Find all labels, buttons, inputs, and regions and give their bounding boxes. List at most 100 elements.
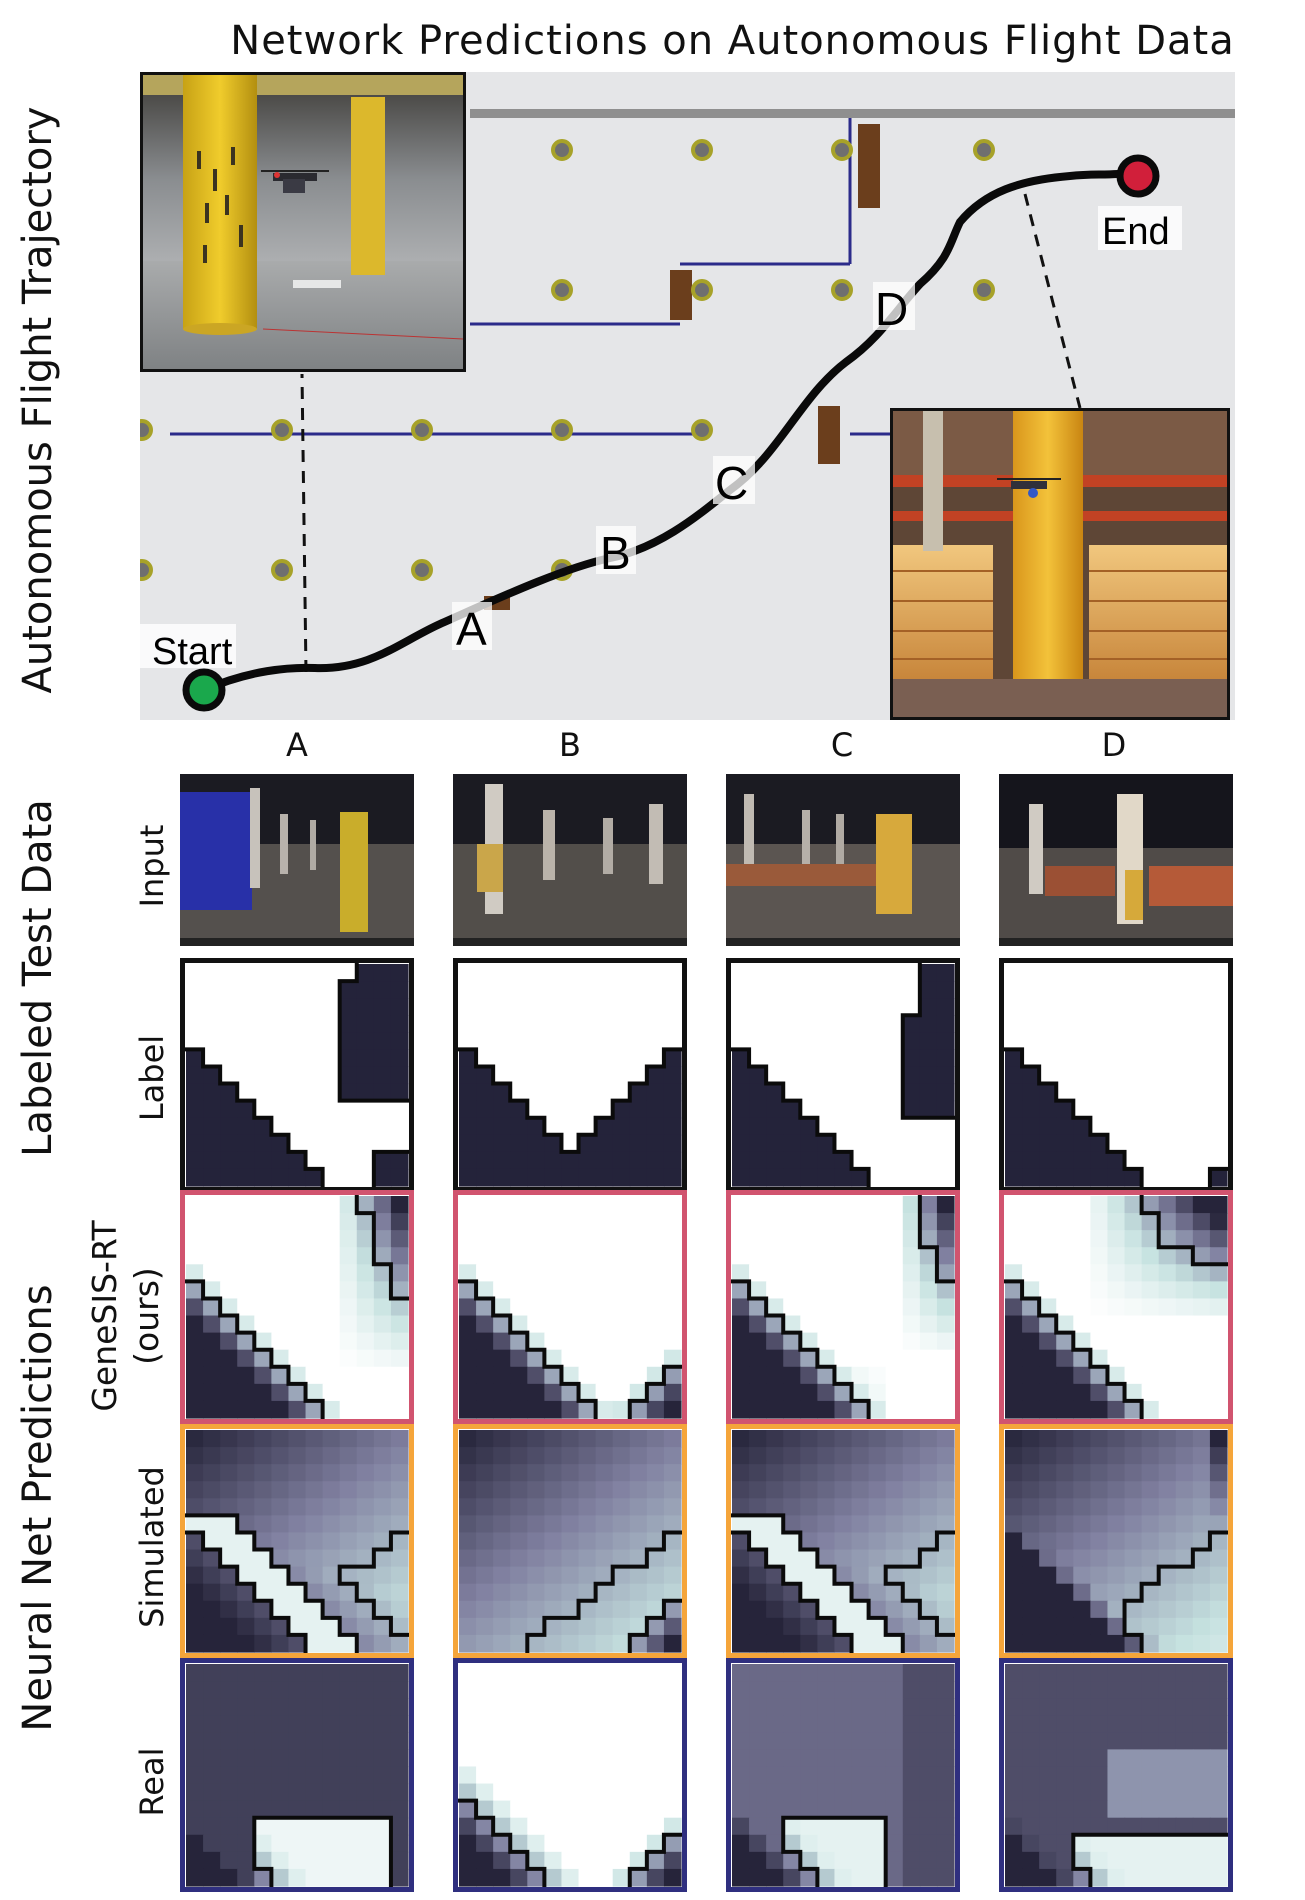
grid-cell bbox=[271, 1681, 290, 1699]
grid-cell bbox=[851, 1783, 870, 1802]
grid-cell bbox=[936, 1783, 955, 1802]
grid-cell bbox=[254, 1664, 272, 1682]
grid-cell bbox=[1022, 1134, 1040, 1153]
grid-cell bbox=[1175, 1851, 1194, 1870]
grid-cell bbox=[766, 1196, 784, 1214]
grid-cell bbox=[1209, 1515, 1228, 1534]
grid-cell bbox=[1056, 1015, 1074, 1033]
grid-cell bbox=[612, 1749, 631, 1768]
grid-cell bbox=[1073, 964, 1091, 982]
grid-cell bbox=[322, 1515, 341, 1534]
grid-cell bbox=[271, 1634, 290, 1653]
grid-cell bbox=[1022, 1783, 1040, 1802]
grid-cell bbox=[851, 1134, 870, 1153]
grid-cell bbox=[612, 1532, 631, 1551]
grid-cell bbox=[800, 1834, 818, 1853]
grid-cell bbox=[595, 1383, 614, 1402]
grid-cell bbox=[390, 1430, 409, 1448]
grid-cell bbox=[356, 1134, 375, 1153]
grid-cell bbox=[1107, 1766, 1126, 1785]
grid-cell bbox=[1056, 1834, 1074, 1853]
grid-cell bbox=[561, 1066, 580, 1085]
grid-cell bbox=[356, 1168, 375, 1187]
grid-cell bbox=[510, 1464, 528, 1482]
grid-cell bbox=[305, 1247, 324, 1265]
grid-cell bbox=[271, 1447, 290, 1465]
grid-cell bbox=[305, 1481, 324, 1499]
grid-cell bbox=[936, 998, 955, 1016]
grid-cell bbox=[476, 1783, 494, 1802]
grid-cell bbox=[186, 1100, 204, 1119]
grid-cell bbox=[544, 1549, 563, 1568]
grid-cell bbox=[271, 1817, 290, 1836]
grid-cell bbox=[783, 1766, 801, 1785]
grid-cell bbox=[817, 1366, 836, 1385]
grid-cell bbox=[271, 1515, 290, 1534]
grid-cell bbox=[1192, 1366, 1211, 1385]
grid-cell bbox=[1090, 1583, 1109, 1602]
pillar bbox=[411, 419, 433, 441]
grid-cell bbox=[834, 1681, 853, 1699]
grid-cell bbox=[373, 1749, 392, 1768]
grid-cell bbox=[885, 1196, 904, 1214]
grid-cell bbox=[254, 1134, 272, 1153]
grid-cell bbox=[1192, 1196, 1211, 1214]
grid-cell bbox=[186, 1498, 204, 1516]
grid-cell bbox=[1022, 981, 1040, 999]
grid-cell bbox=[663, 1015, 682, 1033]
grid-cell bbox=[817, 1732, 836, 1750]
grid-cell bbox=[339, 1681, 358, 1699]
grid-cell bbox=[612, 1315, 631, 1334]
grid-cell bbox=[1209, 1834, 1228, 1853]
grid-cell bbox=[305, 1066, 324, 1085]
grid-cell bbox=[203, 1100, 221, 1119]
grid-cell bbox=[322, 1015, 341, 1033]
grid-cell bbox=[1039, 1800, 1057, 1819]
grid-cell bbox=[1107, 1698, 1126, 1716]
grid-cell bbox=[902, 1230, 921, 1248]
grid-cell bbox=[390, 1400, 409, 1419]
grid-cell bbox=[629, 1783, 648, 1802]
grid-cell bbox=[459, 1247, 477, 1265]
grid-cell bbox=[663, 1549, 682, 1568]
grid-cell bbox=[1005, 1066, 1023, 1085]
grid-cell bbox=[749, 1213, 767, 1231]
grid-cell bbox=[817, 1083, 836, 1102]
grid-cell bbox=[902, 1332, 921, 1351]
grid-cell bbox=[339, 1281, 358, 1300]
grid-cell bbox=[1090, 1264, 1109, 1282]
grid-cell bbox=[459, 1066, 477, 1085]
grid-cell bbox=[800, 1315, 818, 1334]
grid-cell bbox=[561, 1698, 580, 1716]
grid-cell bbox=[237, 1447, 255, 1465]
grid-cell bbox=[186, 1298, 204, 1317]
grid-cell bbox=[749, 1349, 767, 1368]
grid-cell bbox=[749, 1566, 767, 1585]
grid-cell bbox=[766, 1430, 784, 1448]
grid-cell bbox=[1039, 1698, 1057, 1716]
grid-cell bbox=[510, 1766, 528, 1785]
grid-cell bbox=[237, 1213, 255, 1231]
grid-cell bbox=[1039, 1383, 1057, 1402]
grid-cell bbox=[510, 981, 528, 999]
grid-cell bbox=[766, 1247, 784, 1265]
grid-cell bbox=[544, 1834, 563, 1853]
grid-cell bbox=[1090, 1117, 1109, 1136]
grid-cell bbox=[902, 1134, 921, 1153]
grid-cell bbox=[305, 1168, 324, 1187]
grid-cell bbox=[203, 998, 221, 1016]
grid-cell bbox=[220, 1247, 238, 1265]
grid-cell bbox=[322, 1083, 341, 1102]
grid-cell bbox=[1192, 1732, 1211, 1750]
grid-cell bbox=[476, 1817, 494, 1836]
grid-cell bbox=[1192, 1868, 1211, 1887]
grid-cell bbox=[288, 1549, 307, 1568]
grid-cell bbox=[766, 1134, 784, 1153]
grid-cell bbox=[885, 1117, 904, 1136]
grid-cell bbox=[1090, 1783, 1109, 1802]
grid-cell bbox=[1073, 1168, 1091, 1187]
grid-cell bbox=[868, 1332, 887, 1351]
grid-cell bbox=[902, 1532, 921, 1551]
grid-cell bbox=[1039, 1851, 1057, 1870]
column-label-c: C bbox=[830, 726, 854, 764]
